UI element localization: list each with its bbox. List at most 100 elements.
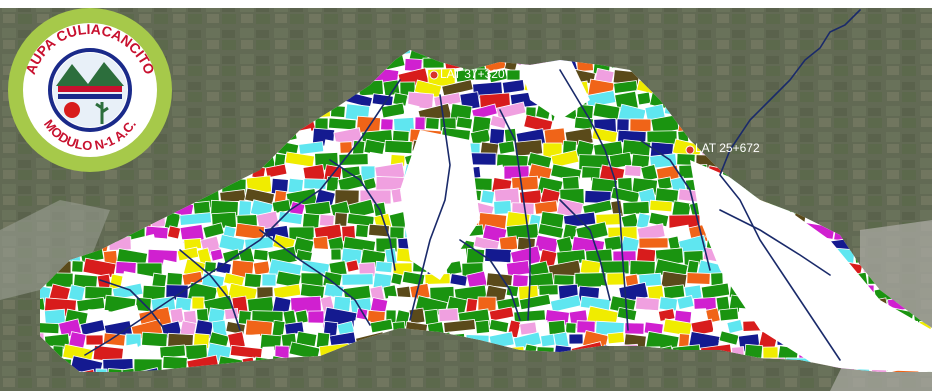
crop-parcel [111,282,144,301]
crop-parcel [488,318,510,334]
crop-parcel [553,274,575,286]
white-unplanted-zones [400,58,932,372]
crop-parcel [719,307,739,322]
plant-icon [95,102,109,124]
crop-parcel [71,260,84,273]
canal-lateral-a [259,229,371,326]
crop-parcel [82,257,117,279]
urban-area-left [0,200,110,300]
crop-parcel [261,273,277,287]
crop-parcel [380,118,394,131]
canal-west [84,79,401,356]
canal-network [84,9,861,361]
canal-lateral-b [179,249,241,331]
crop-parcel [610,186,641,205]
crop-parcel [299,283,326,299]
crop-parcel [549,294,582,313]
unplanted-zone-top [520,58,590,120]
tomato-icon [64,102,80,118]
crop-parcel [568,333,584,345]
crop-parcel [449,273,468,287]
marker-lat-25-672[interactable]: LAT 25+672 [685,141,760,155]
crop-parcel [161,259,186,275]
crop-parcel [565,322,577,334]
crop-parcel [375,260,393,274]
crop-parcel [519,321,538,336]
crop-parcel [455,116,473,130]
crop-parcel [624,164,642,178]
crop-parcel [606,272,626,286]
canal-lateral-c [639,139,711,271]
crop-parcel [505,260,531,277]
crop-parcel [550,149,580,169]
crop-parcel [488,68,508,84]
crop-parcel [613,80,639,94]
unplanted-zone-center [400,130,480,280]
canal-main [719,9,861,361]
crop-parcel [501,79,526,94]
marker-pin-icon [685,145,695,155]
crop-parcel [319,214,335,227]
marker-label-lat-25-672: LAT 25+672 [695,141,760,155]
crop-parcel [495,101,527,120]
crop-parcel [202,222,225,239]
crop-parcel [85,334,104,346]
aupa-logo: AUPA CULIACANCITO MODULO N-1 A.C. [8,8,172,172]
crop-parcel [204,261,217,273]
crop-parcel [294,309,309,325]
crop-parcel [77,368,98,372]
crop-parcel [443,318,476,334]
crop-parcel [166,225,182,240]
crop-parcel [540,333,556,348]
canal-east-1 [559,69,629,331]
marker-lat-37-320[interactable]: LAT 37+320 [429,67,505,81]
crop-parcel [513,139,544,157]
crop-parcel [323,283,345,299]
crop-parcel [636,91,652,106]
crop-parcel [489,114,508,130]
crop-parcel [264,163,288,179]
crop-parcel [662,318,693,337]
crop-parcel [484,247,512,264]
crop-parcel [506,69,521,81]
crop-parcel [592,102,621,121]
crop-parcel [474,319,491,335]
crop-parcel [229,344,263,360]
crop-parcel [480,189,496,205]
crop-parcel [369,318,394,334]
crop-parcel [339,141,353,154]
crop-parcel [368,223,390,238]
canal-east-2 [499,109,531,321]
crop-parcel [87,309,109,322]
crop-parcel [511,175,539,192]
crop-parcel [40,307,46,322]
crop-parcel [345,259,360,273]
marker-label-lat-37-320: LAT 37+320 [440,67,505,81]
crop-parcel [425,117,440,130]
crop-parcel [480,164,505,180]
crop-parcel [658,296,678,312]
crop-parcel [244,236,275,251]
crop-parcel [624,322,645,335]
crop-parcel [392,130,410,142]
crop-parcel [102,332,126,347]
crop-parcel [384,139,413,155]
crop-parcel [607,331,625,345]
crop-parcel [686,272,711,285]
crop-parcel [497,140,516,155]
crop-parcel [718,330,740,346]
crop-parcel [218,234,246,253]
crop-parcel [438,308,459,322]
crop-parcel [121,367,137,372]
crop-parcel [380,102,406,119]
crop-parcel [488,306,515,322]
crop-parcel [209,248,224,262]
aqueduct-icon [58,86,122,92]
canal-lateral-h [559,199,611,301]
crop-parcel [252,260,271,276]
crop-parcel [328,117,357,131]
crop-parcel [513,309,546,323]
canal-lateral-g [459,239,521,321]
